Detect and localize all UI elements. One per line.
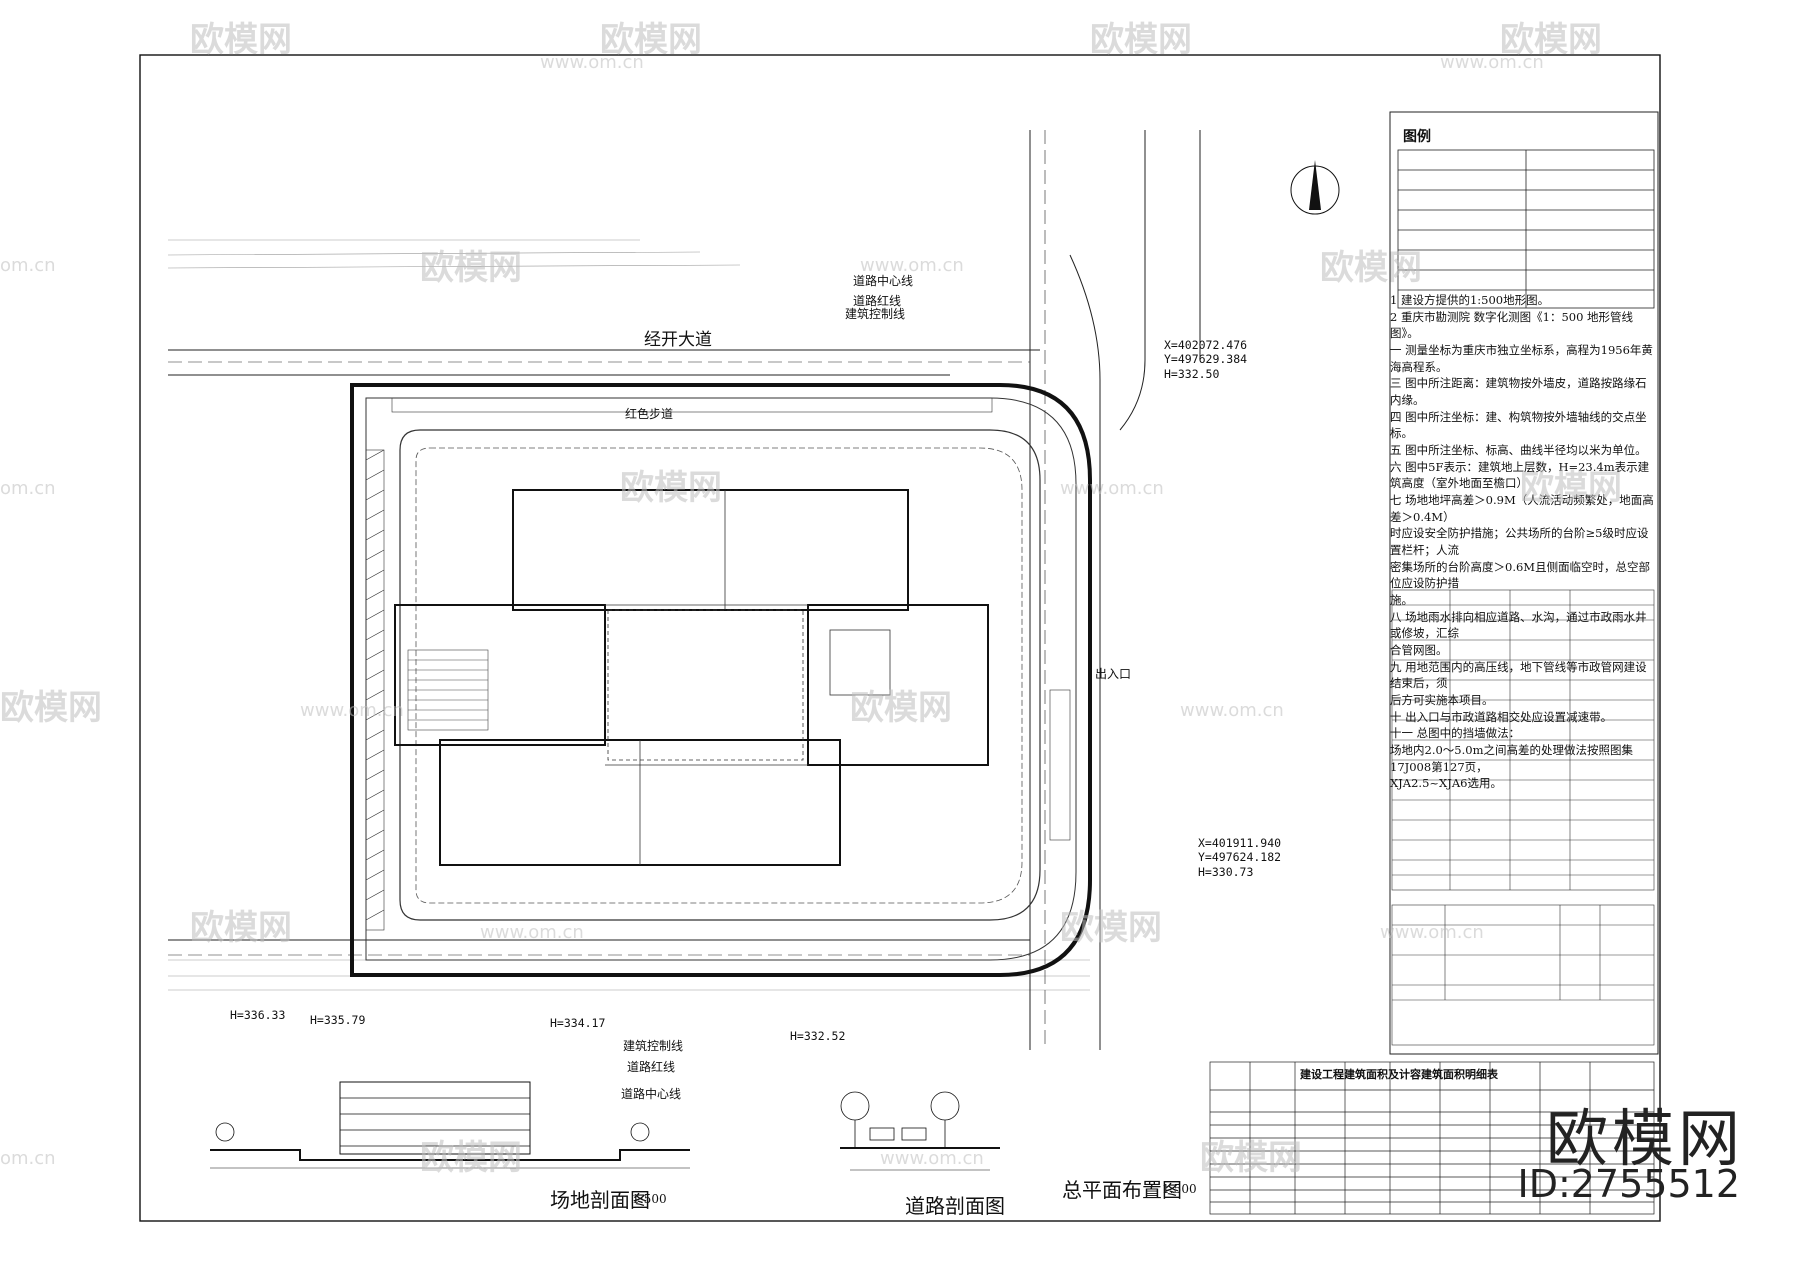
title-block-border bbox=[1389, 111, 1659, 1055]
note-line: 后方可实施本项目。 bbox=[1390, 693, 1494, 708]
note-line: 密集场所的台阶高度＞0.6M且侧面临空时，总空部位应设防护措 bbox=[1390, 559, 1651, 591]
master-plan-title: 总平面布置图 bbox=[1062, 1178, 1182, 1202]
note-line: 八 场地雨水排向相应道路、水沟，通过市政雨水井或修坡，汇综 bbox=[1390, 609, 1647, 641]
watermark: 欧模网 bbox=[1500, 20, 1602, 60]
top-road-center-line-label: 道路中心线 bbox=[853, 274, 914, 288]
watermark-url: www.om.cn bbox=[880, 1148, 984, 1169]
note-line: 场地内2.0～5.0m之间高差的处理做法按照图集17J008第127页， bbox=[1390, 743, 1633, 774]
note-line: 2 重庆市勘测院 数字化测图《1：500 地形管线图》。 bbox=[1390, 309, 1634, 341]
watermark: 欧模网 bbox=[190, 20, 292, 60]
coord-ne-x: X=402072.476 bbox=[1164, 338, 1248, 352]
watermark: 欧模网 bbox=[600, 20, 702, 60]
watermark-url: www.om.cn bbox=[300, 700, 404, 721]
road-section-title: 道路剖面图 bbox=[905, 1194, 1005, 1218]
indicator-table bbox=[1391, 589, 1655, 1046]
legend-title: 图例 bbox=[1403, 129, 1431, 145]
fire-road bbox=[399, 429, 1041, 921]
coord-se-y: Y=497624.182 bbox=[1198, 850, 1282, 865]
north-arrow-icon bbox=[1290, 160, 1340, 215]
watermark: 欧模网 bbox=[0, 688, 102, 728]
watermark: 欧模网 bbox=[1060, 908, 1162, 948]
brand-logo: 欧模网 bbox=[1545, 1102, 1744, 1175]
fire-road-inner bbox=[415, 447, 1023, 904]
watermark-url-short: om.cn bbox=[0, 478, 56, 499]
sheet-border bbox=[139, 54, 1661, 1222]
watermark-url: www.om.cn bbox=[540, 52, 644, 73]
note-line: 一 测量坐标为重庆市独立坐标系，高程为1956年黄海高程系。 bbox=[1390, 343, 1653, 374]
elevation-h2: H=335.79 bbox=[310, 1013, 366, 1027]
watermark-url: www.om.cn bbox=[1440, 52, 1544, 73]
note-line: 九 用地范围内的高压线，地下管线等市政管网建设结束后，须 bbox=[1390, 659, 1647, 691]
building-west bbox=[394, 604, 606, 746]
note-line: 十 出入口与市政道路相交处应设置减速带。 bbox=[1390, 709, 1613, 724]
watermark: 欧模网 bbox=[1200, 1138, 1302, 1178]
main-road bbox=[168, 130, 1201, 1050]
note-line: XJA2.5~XJA6选用。 bbox=[1390, 776, 1502, 791]
area-table-title: 建设工程建筑面积及计容建筑面积明细表 bbox=[1300, 1068, 1498, 1081]
watermark: 欧模网 bbox=[1090, 20, 1192, 60]
note-line: 施。 bbox=[1390, 593, 1413, 608]
watermark: 欧模网 bbox=[1520, 468, 1622, 508]
entrance-label: 出入口 bbox=[1095, 667, 1132, 681]
red-walkway-label: 红色步道 bbox=[625, 407, 674, 421]
elevation-h3: H=334.17 bbox=[550, 1016, 606, 1030]
retaining-wall-hatch bbox=[365, 397, 1071, 931]
watermark-url-short: om.cn bbox=[0, 255, 56, 276]
watermark: 欧模网 bbox=[620, 468, 722, 508]
note-line: 十一 总图中的挡墙做法： bbox=[1390, 726, 1521, 741]
building-control-line-label: 建筑控制线 bbox=[623, 1039, 684, 1053]
coord-ne-h: H=332.50 bbox=[1164, 366, 1220, 381]
note-line: 三 图中所注距离：建筑物按外墙皮，道路按路缘石内缘。 bbox=[1390, 376, 1647, 408]
site-boundary-inner bbox=[365, 397, 1077, 961]
ramp-hatch bbox=[407, 649, 489, 731]
coord-se-h: H=330.73 bbox=[1198, 864, 1254, 879]
road-section bbox=[840, 1091, 1000, 1171]
coord-ne-y: Y=497629.384 bbox=[1164, 352, 1248, 367]
note-line: 时应设安全防护措施；公共场所的台阶≥5级时应设置栏杆；人流 bbox=[1390, 526, 1649, 558]
top-building-control-line-label: 建筑控制线 bbox=[845, 307, 906, 321]
note-line: 六 图中5F表示：建筑地上层数，H=23.4m表示建筑高度（室外地面至檐口） bbox=[1390, 459, 1650, 491]
watermark-url: www.om.cn bbox=[480, 922, 584, 943]
road-red-line-label: 道路红线 bbox=[627, 1060, 676, 1074]
design-notes: 1 建设方提供的1:500地形图。 2 重庆市勘测院 数字化测图《1：500 地… bbox=[1390, 292, 1655, 792]
watermark-url: www.om.cn bbox=[1180, 700, 1284, 721]
legend-table bbox=[1397, 149, 1655, 309]
area-table bbox=[1209, 1061, 1655, 1215]
watermark: 欧模网 bbox=[850, 688, 952, 728]
watermark: 欧模网 bbox=[190, 908, 292, 948]
building-footprints bbox=[394, 489, 989, 866]
brand-id: ID:2755512 bbox=[1517, 1162, 1740, 1206]
terrain-lines bbox=[167, 239, 1090, 991]
top-road-red-line-label: 道路红线 bbox=[853, 294, 902, 308]
site-boundary bbox=[350, 383, 1092, 977]
watermark-url: www.om.cn bbox=[1380, 922, 1484, 943]
site-section-scale: 1:500 bbox=[632, 1192, 667, 1206]
note-line: 1 建设方提供的1:500地形图。 bbox=[1390, 293, 1550, 307]
elevation-h1: H=336.33 bbox=[230, 1008, 286, 1022]
site-section-title: 场地剖面图 bbox=[550, 1188, 650, 1212]
master-plan-scale: 1:500 bbox=[1162, 1182, 1197, 1196]
site-section bbox=[210, 1081, 690, 1169]
road-name-label: 经开大道 bbox=[644, 330, 712, 350]
elevation-h4: H=332.52 bbox=[790, 1029, 846, 1043]
watermark: 欧模网 bbox=[1320, 248, 1422, 288]
watermark-url: www.om.cn bbox=[1060, 478, 1164, 499]
watermark: 欧模网 bbox=[420, 248, 522, 288]
building-east bbox=[807, 604, 989, 766]
watermark-url: www.om.cn bbox=[860, 255, 964, 276]
coord-se: X=401911.940 Y=497624.182 H=330.73 bbox=[1198, 836, 1281, 879]
coord-ne: X=402072.476 Y=497629.384 H=332.50 bbox=[1164, 338, 1247, 381]
note-line: 五 图中所注坐标、标高、曲线半径均以米为单位。 bbox=[1390, 443, 1647, 458]
coord-se-x: X=401911.940 bbox=[1198, 836, 1282, 850]
note-line: 合管网图。 bbox=[1390, 643, 1448, 658]
building-north bbox=[512, 489, 909, 611]
watermark-url-short: om.cn bbox=[0, 1148, 56, 1169]
building-interior-lines bbox=[605, 490, 891, 865]
watermark: 欧模网 bbox=[420, 1138, 522, 1178]
note-line: 七 场地地坪高差＞0.9M（人流活动频繁处，地面高差＞0.4M） bbox=[1390, 493, 1654, 524]
road-center-line-label: 道路中心线 bbox=[621, 1087, 682, 1101]
note-line: 四 图中所注坐标：建、构筑物按外墙轴线的交点坐标。 bbox=[1390, 409, 1647, 441]
